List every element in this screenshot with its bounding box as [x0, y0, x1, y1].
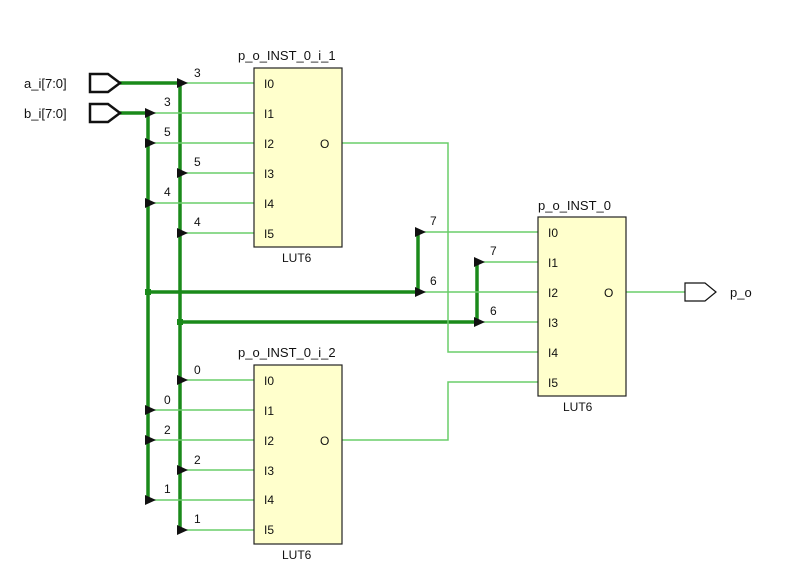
bit-label: 6 [490, 304, 497, 318]
lut-cell-p-o-inst-0-i-1[interactable]: p_o_INST_0_i_1 I0 I1 I2 I3 I4 I5 O LUT6 [238, 48, 343, 265]
bit-label: 7 [490, 244, 497, 258]
bit-label: 0 [164, 393, 171, 407]
bit-label: 3 [194, 66, 201, 80]
input-port-icon [88, 72, 123, 94]
cell-body [253, 364, 343, 545]
port-a-i-label: a_i[7:0] [24, 76, 67, 91]
pin-label: I3 [264, 167, 274, 181]
lut-cell-p-o-inst-0[interactable]: p_o_INST_0 I0 I1 I2 I3 I4 I5 O LUT6 [537, 198, 627, 414]
pin-label: I1 [264, 107, 274, 121]
bit-label: 1 [164, 482, 171, 496]
port-b-i[interactable]: b_i[7:0] [24, 102, 123, 124]
pin-label: I5 [548, 376, 558, 390]
net-wires [148, 82, 685, 531]
bit-index-labels: 3 3 5 5 4 4 0 0 2 2 1 1 7 7 6 6 [164, 66, 497, 526]
pin-label: I4 [264, 493, 274, 507]
pin-label: I1 [548, 256, 558, 270]
bit-label: 3 [164, 95, 171, 109]
pin-label: I3 [548, 316, 558, 330]
pin-label: I3 [264, 464, 274, 478]
port-b-i-label: b_i[7:0] [24, 106, 67, 121]
port-p-o-label: p_o [730, 285, 752, 300]
pin-label: I4 [548, 346, 558, 360]
bit-label: 5 [164, 125, 171, 139]
bit-label: 4 [194, 215, 201, 229]
pin-label: I0 [548, 226, 558, 240]
pin-label: O [320, 137, 329, 151]
input-port-icon [88, 102, 123, 124]
port-a-i[interactable]: a_i[7:0] [24, 72, 123, 94]
bit-label: 6 [430, 274, 437, 288]
pin-label: O [320, 434, 329, 448]
pin-label: I2 [548, 286, 558, 300]
lut-cell-p-o-inst-0-i-2[interactable]: p_o_INST_0_i_2 I0 I1 I2 I3 I4 I5 O LUT6 [238, 345, 343, 562]
output-port-icon [684, 282, 717, 302]
cell-name: p_o_INST_0_i_1 [238, 48, 336, 63]
pin-label: I5 [264, 523, 274, 537]
cell-type: LUT6 [282, 548, 312, 562]
cell-name: p_o_INST_0_i_2 [238, 345, 336, 360]
bus-taps [145, 78, 485, 535]
bit-label: 0 [194, 363, 201, 377]
pin-label: I2 [264, 434, 274, 448]
bit-label: 4 [164, 185, 171, 199]
pin-label: I5 [264, 227, 274, 241]
bit-label: 1 [194, 512, 201, 526]
pin-label: O [604, 286, 613, 300]
bit-label: 2 [164, 423, 171, 437]
cell-type: LUT6 [282, 251, 312, 265]
cell-body [253, 67, 343, 248]
port-p-o[interactable]: p_o [684, 282, 752, 302]
pin-label: I0 [264, 374, 274, 388]
bit-label: 5 [194, 155, 201, 169]
pin-label: I4 [264, 197, 274, 211]
pin-label: I1 [264, 404, 274, 418]
cell-type: LUT6 [563, 400, 593, 414]
cell-name: p_o_INST_0 [538, 198, 611, 213]
cell-body [537, 216, 627, 397]
bit-label: 7 [430, 214, 437, 228]
pin-label: I0 [264, 77, 274, 91]
pin-label: I2 [264, 137, 274, 151]
bit-label: 2 [194, 453, 201, 467]
